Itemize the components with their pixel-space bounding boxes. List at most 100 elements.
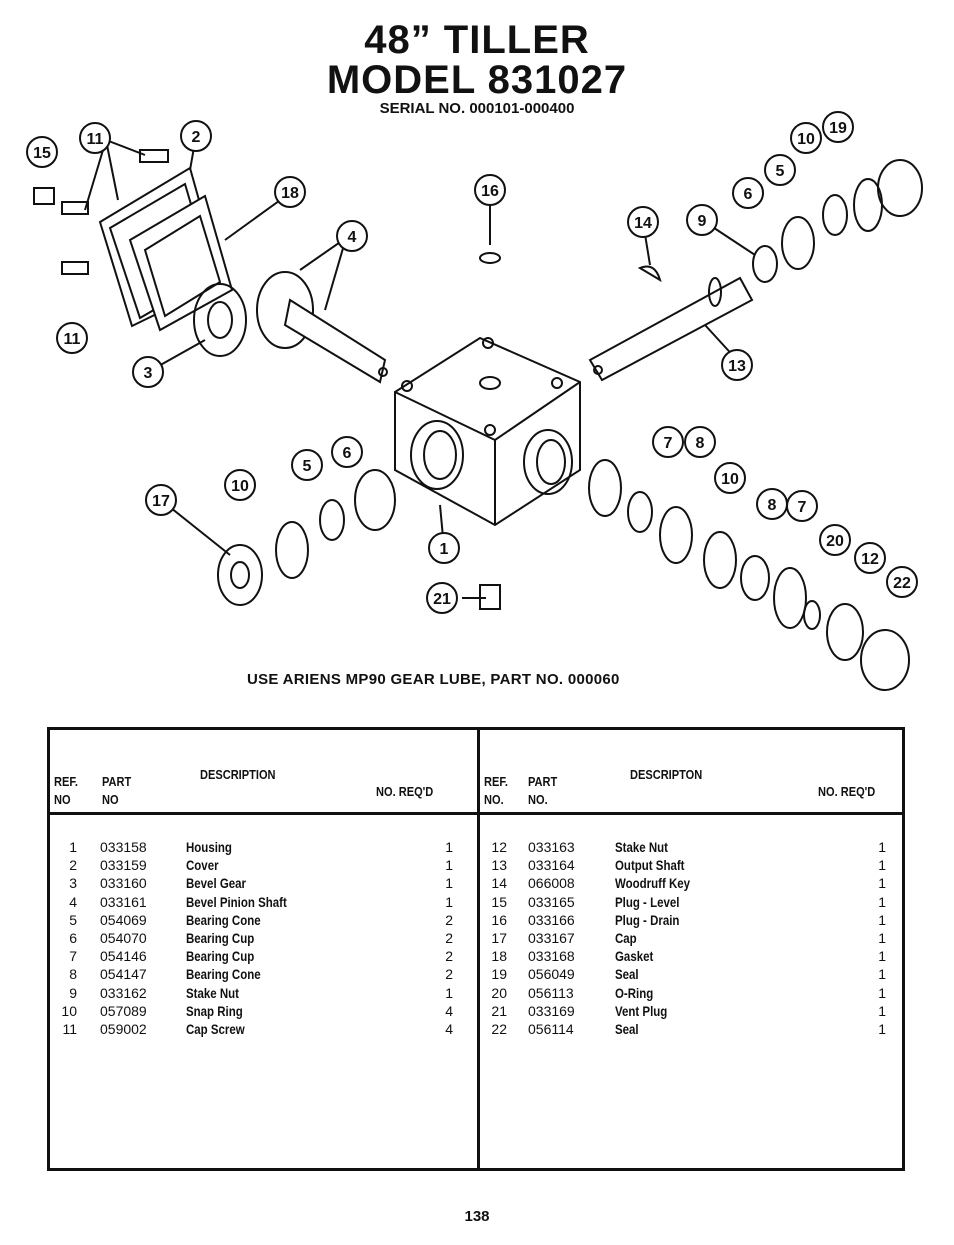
description: Plug - Level [615, 893, 680, 910]
table-row: 8 054147 Bearing Cone 2 [50, 965, 475, 983]
col-part-header: PART [102, 774, 132, 789]
part-no: 033158 [100, 839, 147, 855]
part-no: 054147 [100, 966, 147, 983]
description: Woodruff Key [615, 875, 691, 892]
lube-note: USE ARIENS MP90 GEAR LUBE, PART NO. 0000… [247, 671, 620, 688]
qty-required: 1 [878, 984, 886, 1001]
page-number: 138 [464, 1208, 490, 1225]
callout-15: 15 [33, 145, 51, 162]
callout-18: 18 [281, 185, 299, 202]
col-ref-header-2: NO [54, 792, 71, 807]
callout-17: 17 [152, 493, 170, 510]
table-header-rule [50, 812, 902, 815]
part-no: 056114 [528, 1020, 574, 1037]
housing-drawing [394, 336, 581, 527]
part-no: 033160 [100, 875, 147, 892]
col-part-header-right-2: NO. [528, 792, 548, 807]
ref-no: 1 [69, 839, 77, 855]
part-no: 033162 [100, 984, 147, 1001]
description: Cap Screw [186, 1020, 245, 1037]
ref-no: 2 [69, 857, 77, 874]
exploded-parts-diagram: 1 2 3 4 5 5 6 6 7 7 8 8 9 10 10 10 11 11… [26, 111, 923, 691]
callout-8a: 8 [696, 435, 705, 452]
callout-7b: 7 [798, 499, 807, 516]
qty-required: 1 [445, 893, 453, 910]
col-part-header-right: PART [528, 774, 558, 789]
ref-no: 19 [491, 966, 507, 983]
col-ref-header: REF. [54, 774, 78, 789]
ref-no: 7 [69, 948, 77, 965]
part-no: 033166 [528, 911, 575, 928]
ref-no: 4 [69, 893, 77, 910]
table-row: 12 033163 Stake Nut 1 [480, 838, 902, 856]
part-no: 033159 [100, 857, 147, 874]
ref-no: 13 [491, 857, 507, 874]
callout-2: 2 [192, 129, 201, 146]
callout-8b: 8 [768, 497, 777, 514]
callout-3: 3 [144, 365, 153, 382]
table-divider [477, 730, 480, 1168]
callout-19: 19 [829, 120, 847, 137]
qty-required: 1 [878, 875, 886, 892]
qty-required: 1 [878, 857, 886, 874]
ref-no: 21 [491, 1002, 507, 1019]
part-no: 033163 [528, 839, 575, 855]
ref-no: 17 [491, 929, 507, 946]
callout-10a: 10 [797, 131, 815, 148]
callout-9: 9 [698, 213, 707, 230]
qty-required: 4 [445, 1002, 453, 1019]
part-no: 054069 [100, 911, 147, 928]
qty-required: 1 [878, 1002, 886, 1019]
qty-required: 2 [445, 911, 453, 928]
page-title-line1: 48” TILLER [364, 18, 590, 62]
ref-no: 15 [491, 893, 507, 910]
description: Cap [615, 929, 637, 946]
qty-required: 2 [445, 966, 453, 983]
description: Seal [615, 1020, 639, 1037]
callout-12: 12 [861, 551, 879, 568]
callout-13: 13 [728, 358, 746, 375]
callout-7a: 7 [664, 435, 673, 452]
callout-5a: 5 [303, 458, 312, 475]
part-no: 033161 [100, 893, 147, 910]
part-no: 033164 [528, 857, 575, 874]
callout-11b: 11 [64, 331, 81, 348]
description: Housing [186, 839, 232, 855]
ref-no: 8 [69, 966, 77, 983]
ref-no: 16 [491, 911, 507, 928]
qty-required: 1 [878, 839, 886, 855]
description: Stake Nut [615, 839, 668, 855]
ref-no: 22 [491, 1020, 507, 1037]
ref-no: 3 [69, 875, 77, 892]
qty-required: 2 [445, 948, 453, 965]
description: Output Shaft [615, 857, 685, 874]
qty-required: 1 [878, 929, 886, 946]
description: Bearing Cone [186, 966, 261, 983]
part-no: 054146 [100, 948, 147, 965]
callout-4: 4 [348, 229, 357, 246]
description: Gasket [615, 948, 654, 965]
qty-required: 2 [445, 929, 453, 946]
page-title-line2: MODEL 831027 [326, 58, 628, 102]
part-no: 033167 [528, 929, 575, 946]
callout-6b: 6 [744, 186, 753, 203]
callout-20: 20 [826, 533, 844, 550]
ref-no: 20 [491, 984, 507, 1001]
ref-no: 12 [491, 839, 507, 855]
description: Bevel Pinion Shaft [186, 893, 287, 910]
qty-required: 1 [878, 1020, 886, 1037]
description: Bevel Gear [186, 875, 247, 892]
description: Cover [186, 857, 219, 874]
col-ref-header-right: REF. [484, 774, 508, 789]
